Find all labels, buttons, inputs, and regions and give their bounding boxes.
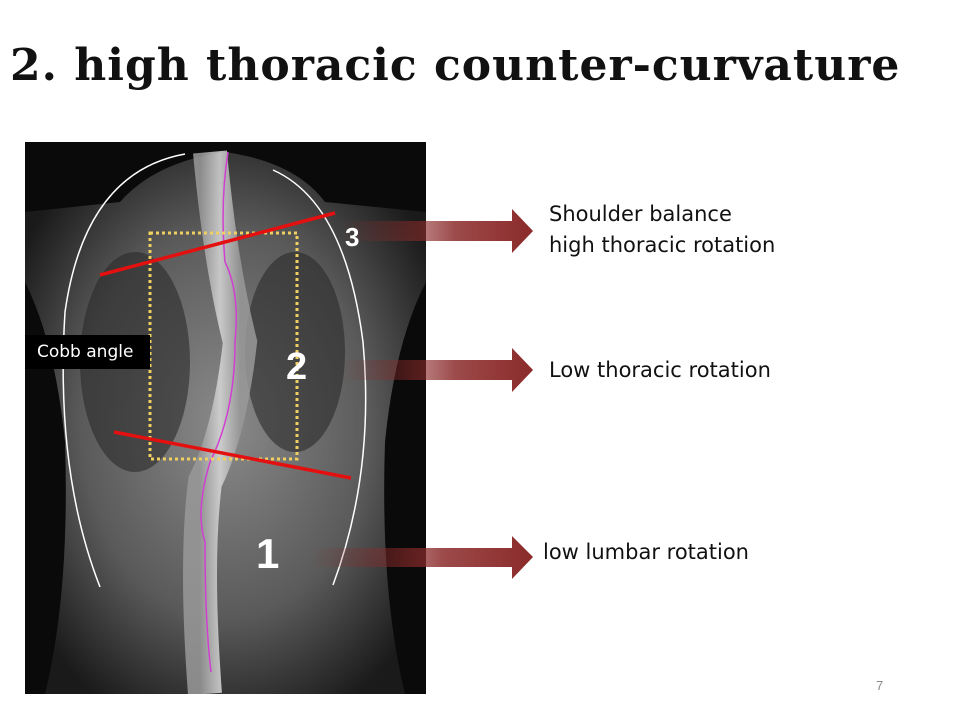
body-outline	[62, 153, 186, 588]
body-outline	[272, 169, 367, 586]
curve-number-3: 3	[345, 222, 360, 252]
annotation-line: high thoracic rotation	[549, 233, 776, 257]
slide-title: 2. high thoracic counter-curvature	[10, 40, 901, 91]
upper-cobb-line	[99, 211, 336, 277]
spine-column	[183, 150, 258, 694]
spine-midline	[200, 151, 237, 673]
lower-cobb-line	[113, 430, 352, 480]
annotation-line: Shoulder balance	[549, 202, 732, 226]
annotation-low-thoracic: Low thoracic rotation	[549, 358, 771, 382]
curve-number-2: 2	[286, 346, 308, 388]
spine-xray-image	[25, 142, 426, 694]
curve-region-box	[148, 231, 299, 461]
cobb-angle-label: Cobb angle	[25, 335, 150, 369]
page-number: 7	[876, 678, 884, 693]
annotation-lumbar: low lumbar rotation	[543, 540, 749, 564]
curve-number-1: 1	[256, 530, 280, 577]
annotation-shoulder: Shoulder balance high thoracic rotation	[549, 199, 775, 261]
